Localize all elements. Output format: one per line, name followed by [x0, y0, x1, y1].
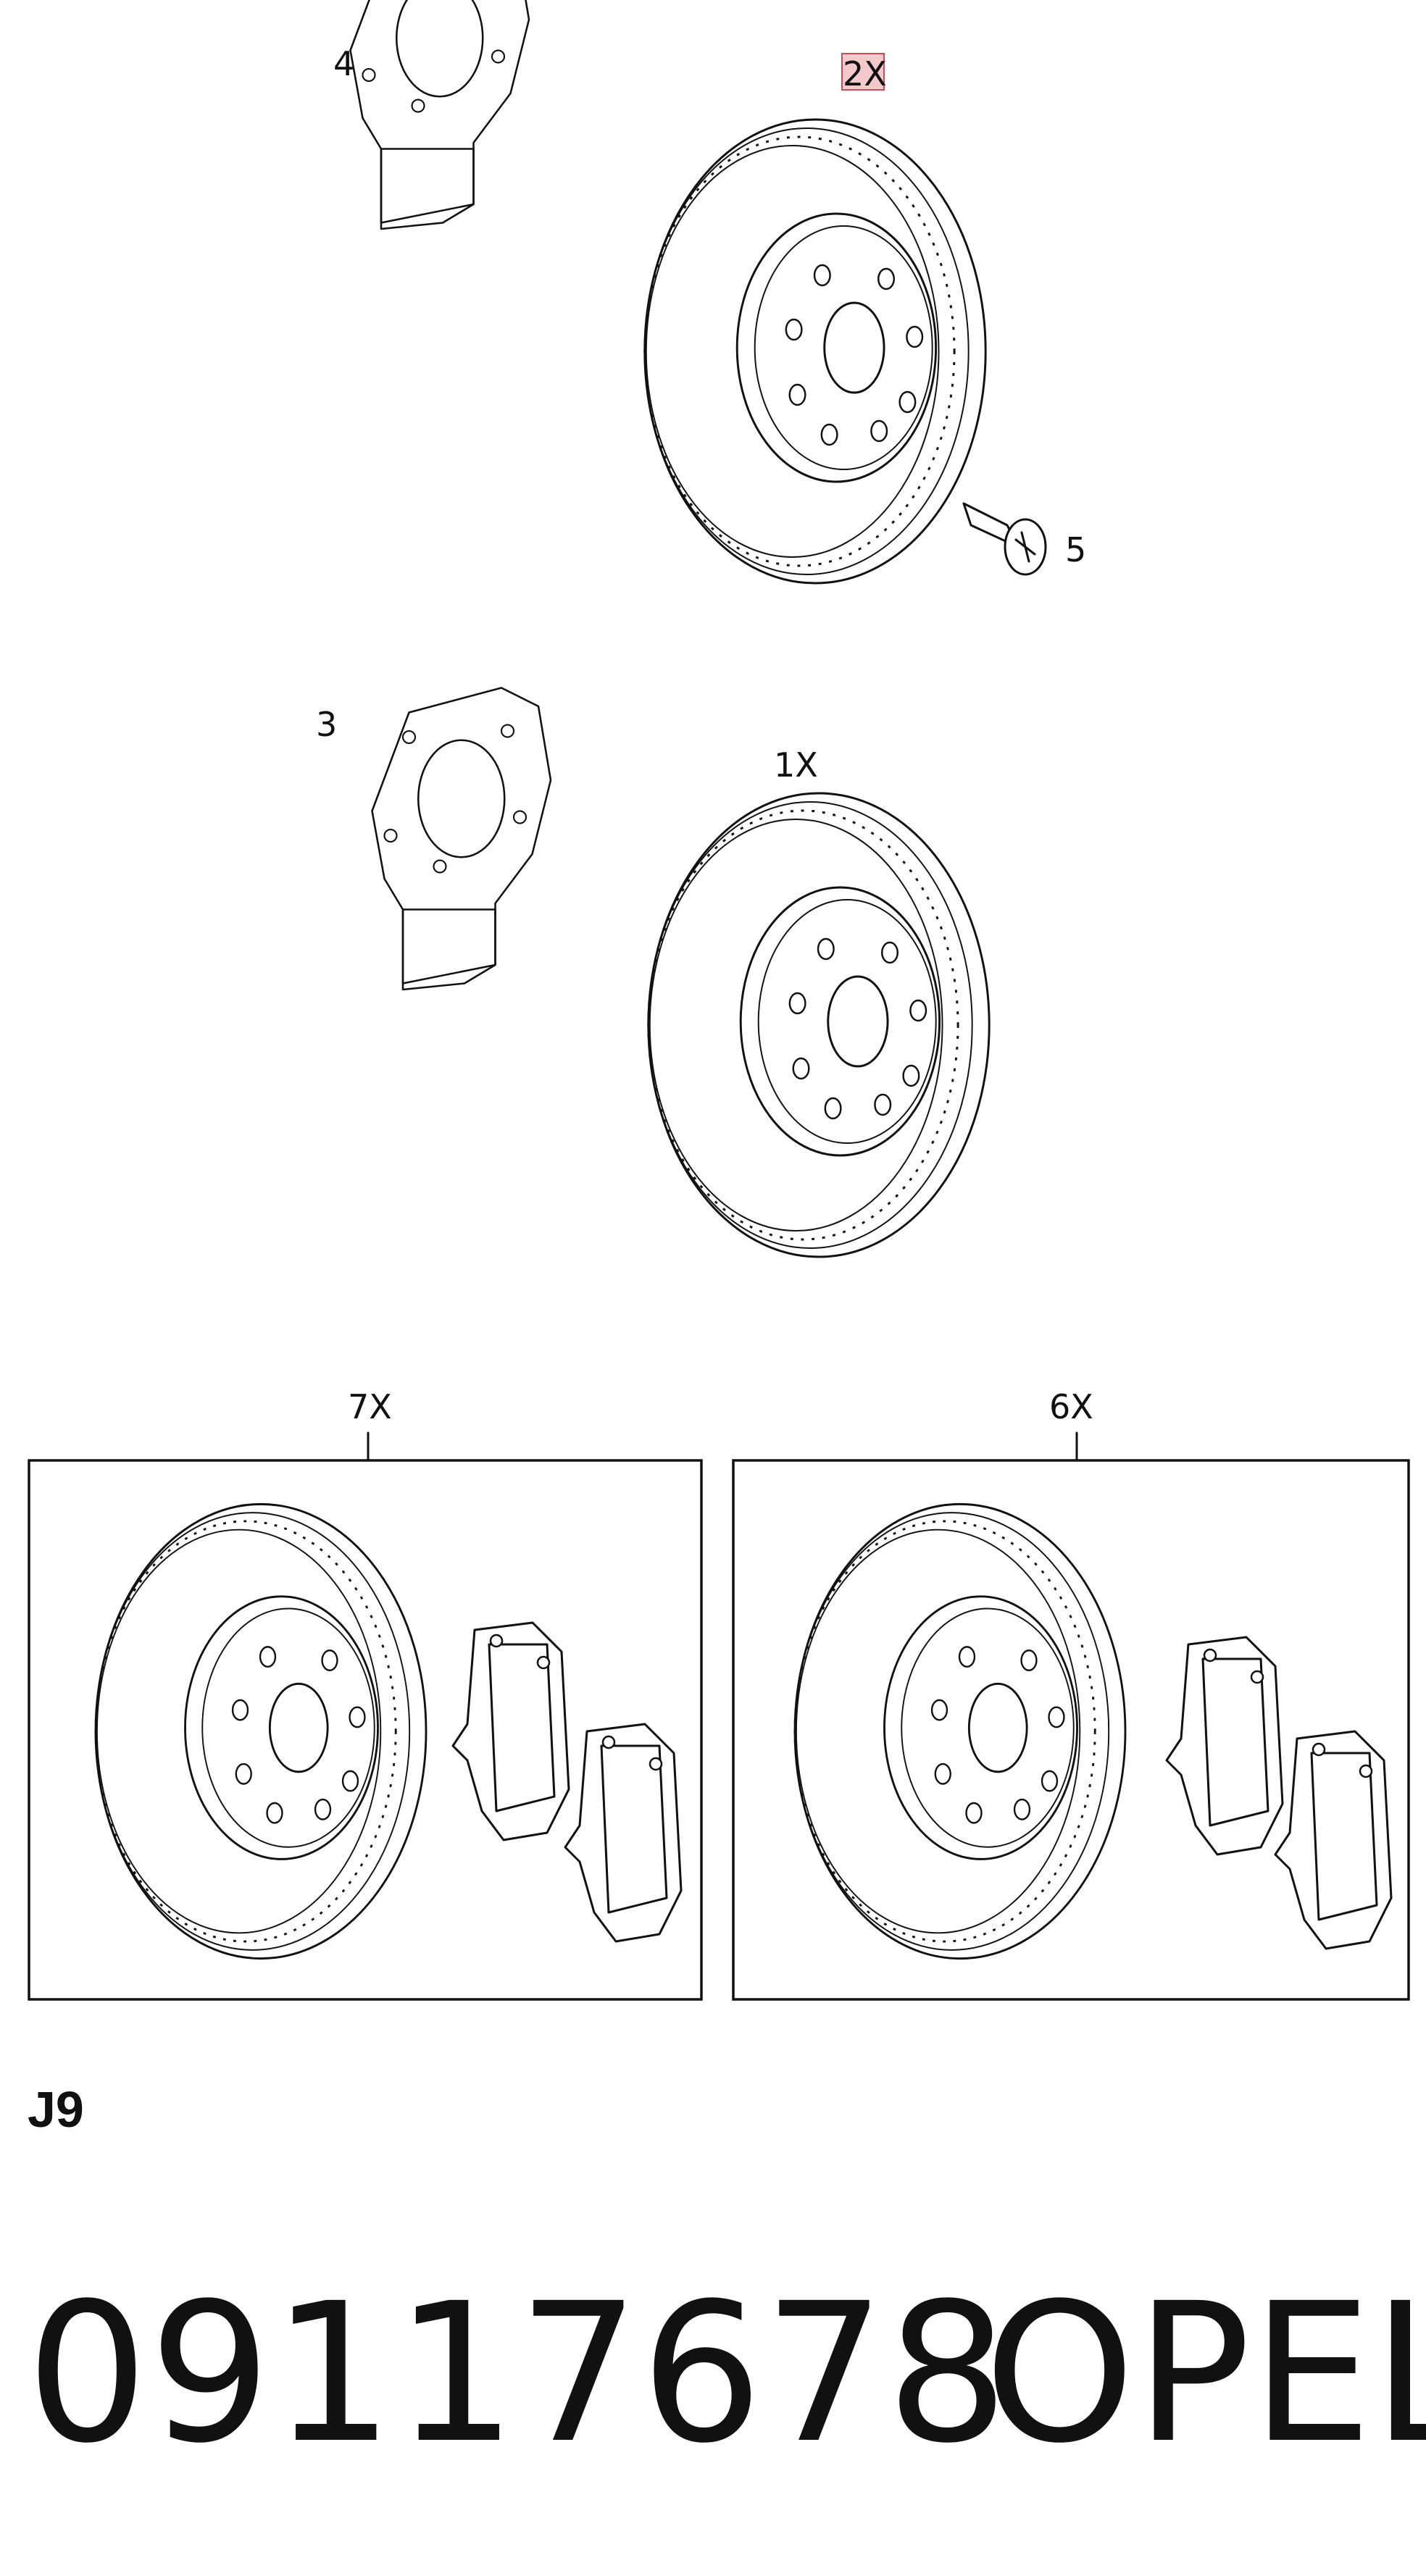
- part-number: 09117678: [26, 2262, 1009, 2485]
- callout-1x: 1X: [774, 745, 818, 785]
- brake-disc-icon: [94, 1502, 428, 1960]
- brake-disc-icon: [643, 118, 987, 585]
- brake-disc-icon: [793, 1502, 1127, 1960]
- brake-pad-icon: [1165, 1636, 1284, 1856]
- brake-disc-icon: [647, 792, 991, 1258]
- callout-2x: 2X: [843, 54, 887, 93]
- callout-5: 5: [1065, 530, 1086, 569]
- kit-box-6x: [732, 1459, 1410, 2001]
- section-code: J9: [28, 2081, 84, 2138]
- callout-6x: 6X: [1049, 1387, 1093, 1426]
- brake-pad-icon: [451, 1621, 570, 1841]
- callout-3: 3: [316, 705, 337, 744]
- callout-4: 4: [333, 44, 354, 83]
- screw-icon: [962, 502, 1047, 576]
- callout-7x: 7X: [348, 1387, 392, 1426]
- brake-pad-icon: [564, 1723, 683, 1943]
- splash-shield-icon: [371, 687, 552, 991]
- kit-box-7x: [28, 1459, 703, 2001]
- splash-shield-icon: [349, 0, 530, 230]
- brand-name: OPEL: [984, 2262, 1426, 2485]
- brake-pad-icon: [1274, 1730, 1393, 1950]
- callout-highlight: [841, 53, 885, 91]
